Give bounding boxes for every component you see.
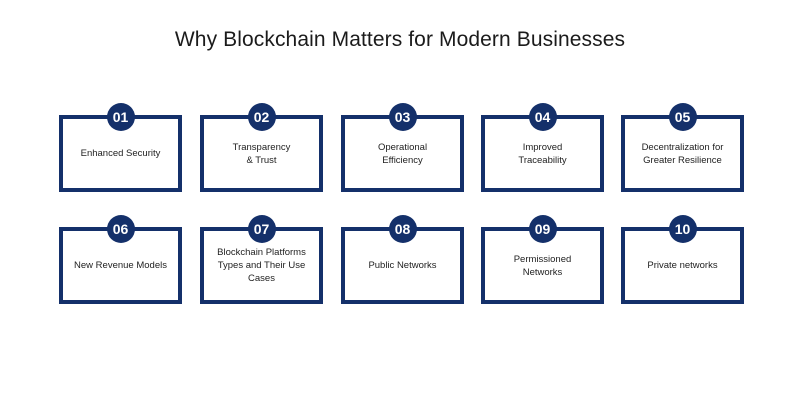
number-badge: 04 — [528, 103, 557, 131]
card-05: 05 Decentralization for Greater Resilien… — [621, 103, 744, 192]
card-label: Enhanced Security — [80, 148, 161, 159]
number-badge: 06 — [106, 215, 135, 243]
number-badge: 02 — [247, 103, 276, 131]
card-03: 03 Operational Efficiency — [341, 103, 464, 192]
card-06: 06 New Revenue Models — [59, 215, 182, 304]
card-label: Blockchain Platforms Types and Their Use… — [217, 247, 306, 284]
card-label: Operational Efficiency — [377, 141, 428, 166]
card-label: Public Networks — [368, 260, 437, 271]
card-01: 01 Enhanced Security — [59, 103, 182, 192]
card-04: 04 Improved Traceability — [481, 103, 604, 192]
card-07: 07 Blockchain Platforms Types and Their … — [200, 215, 323, 304]
card-label: Decentralization for Greater Resilience — [641, 141, 724, 166]
card-label: Permissioned Networks — [513, 253, 572, 278]
page-title: Why Blockchain Matters for Modern Busine… — [174, 28, 626, 51]
card-09: 09 Permissioned Networks — [481, 215, 604, 304]
card-08: 08 Public Networks — [341, 215, 464, 304]
number-badge: 01 — [106, 103, 135, 131]
number-badge: 08 — [388, 215, 417, 243]
card-label: New Revenue Models — [74, 260, 167, 271]
number-badge: 10 — [668, 215, 697, 243]
card-10: 10 Private networks — [621, 215, 744, 304]
number-badge: 03 — [388, 103, 417, 131]
number-badge: 07 — [247, 215, 276, 243]
card-02: 02 Transparency & Trust — [200, 103, 323, 192]
number-badge: 09 — [528, 215, 557, 243]
card-label: Transparency & Trust — [232, 141, 291, 166]
card-label: Improved Traceability — [518, 141, 567, 166]
number-badge: 05 — [668, 103, 697, 131]
card-label: Private networks — [647, 260, 718, 271]
